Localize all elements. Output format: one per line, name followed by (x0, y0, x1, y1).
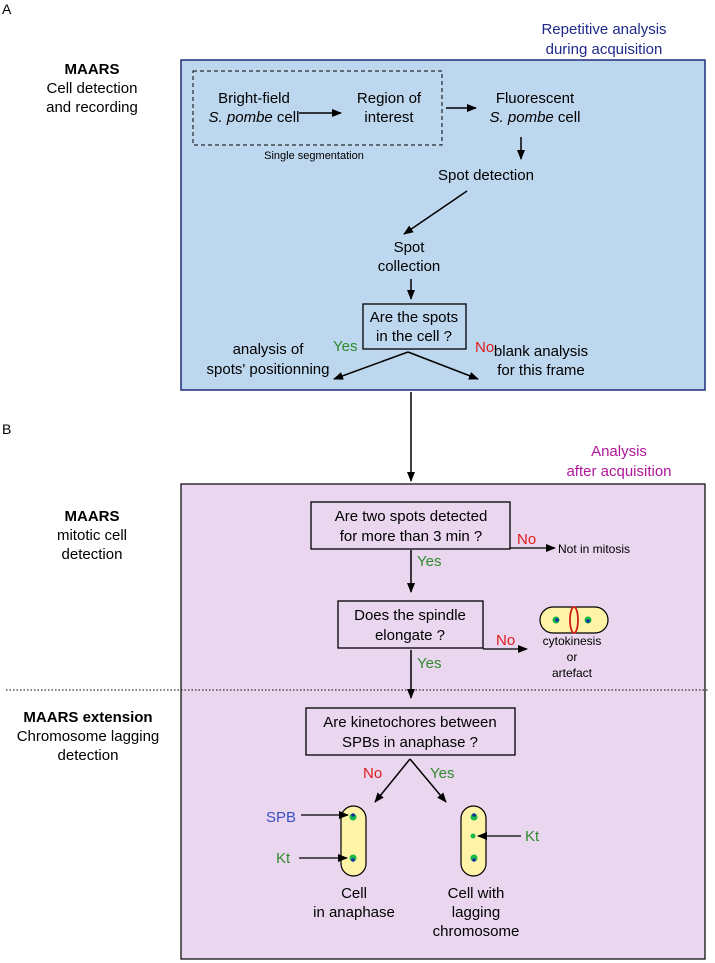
kinetochores-question-2: SPBs in anaphase ? (342, 734, 478, 751)
single-segmentation-label: Single segmentation (264, 150, 364, 162)
two-spots-question-1: Are two spots detected (335, 508, 488, 525)
lagging-cell-label-2: lagging (452, 904, 500, 921)
q1-no-label: No (517, 531, 536, 548)
lagging-cell-label-3: chromosome (433, 923, 520, 940)
lagging-top-spot-blue (472, 813, 476, 817)
lagging-cell (460, 805, 487, 877)
panel-a-side-title: MAARS (65, 61, 120, 78)
panel-a-caption-1: Repetitive analysis (541, 21, 666, 38)
panel-a-yes-label: Yes (333, 338, 357, 355)
brightfield-label-1: Bright-field (218, 90, 290, 107)
contractile-ring (569, 606, 579, 634)
panel-a-caption-2: during acquisition (546, 41, 663, 58)
panel-b-side-subtitle-1: mitotic cell (57, 527, 127, 544)
panel-b-caption-1: Analysis (591, 443, 647, 460)
spot-collection-label-1: Spot (394, 239, 426, 256)
question-to-blank-arrow (407, 351, 479, 380)
panel-a-side-subtitle-2: and recording (46, 99, 138, 116)
q2-yes-label: Yes (417, 655, 441, 672)
anaphase-bottom-spot-blue (351, 858, 355, 862)
analysis-outcome-1: analysis of (233, 341, 305, 358)
cytokinesis-label-3: artefact (552, 666, 593, 680)
cytokinesis-cell (539, 606, 609, 634)
spb-label: SPB (266, 809, 296, 826)
anaphase-cell-label-1: Cell (341, 885, 367, 902)
kinetochores-question-box (305, 707, 516, 756)
panel-b-box (180, 483, 706, 960)
roi-label-2: interest (364, 109, 414, 126)
cytokinesis-right-spot-blue (586, 619, 590, 623)
q3-yes-label: Yes (430, 765, 454, 782)
blank-analysis-outcome-1: blank analysis (494, 343, 588, 360)
panel-b-letter: B (2, 421, 11, 437)
panel-b-caption-2: after acquisition (566, 463, 671, 480)
extension-subtitle-2: detection (58, 747, 119, 764)
panel-b-side-subtitle-2: detection (62, 546, 123, 563)
two-spots-question-box (310, 501, 511, 550)
panel-a-side-subtitle-1: Cell detection (47, 80, 138, 97)
spindle-elongate-question-1: Does the spindle (354, 607, 466, 624)
q1-yes-label: Yes (417, 553, 441, 570)
spots-in-cell-question-box (362, 303, 467, 350)
lagging-bottom-spot-blue (472, 858, 476, 862)
panel-a-box (180, 59, 706, 391)
anaphase-cell-label-2: in anaphase (313, 904, 395, 921)
kt-label-left: Kt (276, 850, 291, 867)
single-segmentation-box (192, 70, 443, 146)
spindle-elongate-question-box (337, 600, 484, 649)
panel-a-no-label: No (475, 339, 494, 356)
blank-analysis-outcome-2: for this frame (497, 362, 585, 379)
fluorescent-label-2: S. pombe cell (490, 109, 581, 126)
roi-label-1: Region of (357, 90, 422, 107)
cytokinesis-left-spot-blue (555, 618, 559, 622)
anaphase-top-spot-blue (351, 813, 355, 817)
spot-collection-label-2: collection (378, 258, 441, 275)
spot-detection-label: Spot detection (438, 167, 534, 184)
spindle-elongate-question-2: elongate ? (375, 627, 445, 644)
cytokinesis-label-2: or (567, 650, 578, 664)
kt-label-right: Kt (525, 828, 540, 845)
q3-to-lagging-arrow (409, 758, 447, 803)
brightfield-label-2: S. pombe cell (209, 109, 300, 126)
q2-no-label: No (496, 632, 515, 649)
spot-detection-to-collection-arrow (403, 190, 468, 235)
spots-in-cell-question-2: in the cell ? (376, 328, 452, 345)
lagging-cell-label-1: Cell with (448, 885, 505, 902)
panel-a-letter: A (2, 1, 12, 17)
fluorescent-label-1: Fluorescent (496, 90, 575, 107)
not-in-mitosis-label: Not in mitosis (558, 542, 630, 556)
kinetochores-question-1: Are kinetochores between (323, 714, 496, 731)
spots-in-cell-question-1: Are the spots (370, 309, 458, 326)
q3-no-label: No (363, 765, 382, 782)
extension-subtitle-1: Chromosome lagging (17, 728, 160, 745)
analysis-outcome-2: spots' positionning (207, 361, 330, 378)
two-spots-question-2: for more than 3 min ? (340, 528, 483, 545)
panel-b-side-title: MAARS (65, 508, 120, 525)
extension-title: MAARS extension (23, 709, 152, 726)
cytokinesis-label-1: cytokinesis (543, 634, 602, 648)
lagging-kinetochore-spot (470, 833, 476, 839)
question-to-analysis-arrow (333, 351, 409, 380)
q3-to-anaphase-arrow (374, 758, 411, 803)
